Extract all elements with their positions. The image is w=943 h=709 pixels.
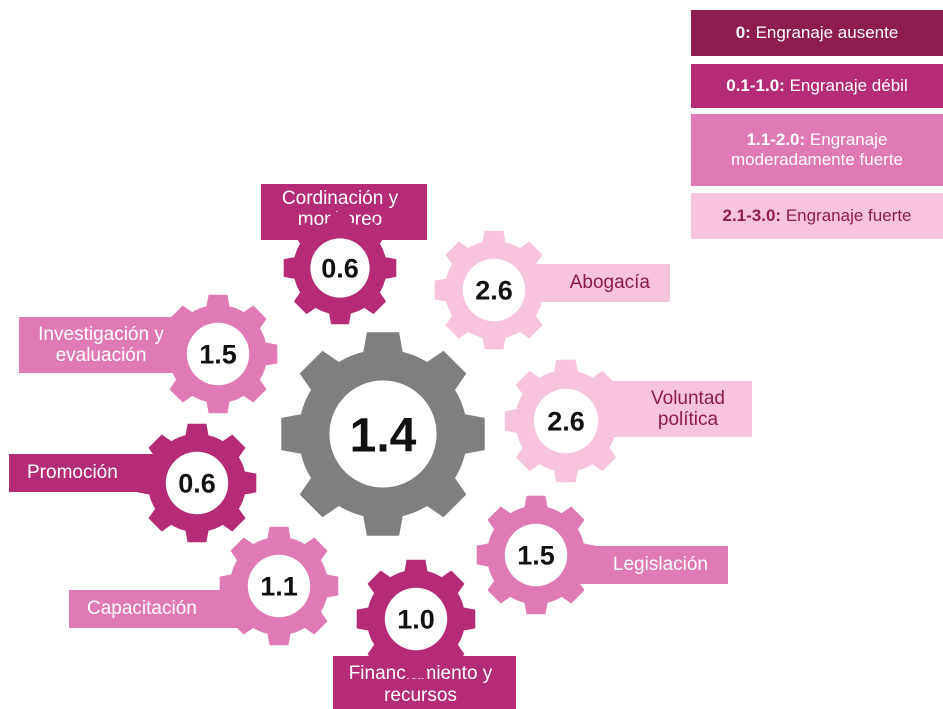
- legend-item-weak: 0.1-1.0: Engranaje débil: [691, 64, 943, 108]
- legend-text: 2.1-3.0: Engranaje fuerte: [722, 206, 911, 226]
- center-gear: 1.4: [281, 332, 485, 536]
- gear-investigacion-value: 1.5: [199, 340, 237, 370]
- legend-range: 1.1-2.0:: [746, 129, 806, 149]
- legend-text: 1.1-2.0: Engranaje moderadamente fuerte: [707, 130, 927, 171]
- legend-text: 0: Engranaje ausente: [736, 23, 899, 43]
- gear-investigacion: 1.5: [158, 294, 278, 414]
- center-gear-value: 1.4: [350, 409, 417, 462]
- gear-capacitacion: 1.1: [219, 526, 339, 646]
- gear-financiamiento: 1.0: [356, 559, 476, 679]
- gear-cordinacion: 0.6: [283, 211, 397, 325]
- gear-legislacion-value: 1.5: [517, 541, 555, 571]
- legend-text: 0.1-1.0: Engranaje débil: [726, 76, 907, 96]
- gear-financiamiento-hub: [384, 587, 448, 651]
- gear-capacitacion-hub: [247, 554, 311, 618]
- center-gear-hub: [329, 380, 437, 488]
- legend-description: Engranaje ausente: [755, 22, 899, 42]
- gear-abogacia-hub: [462, 258, 526, 322]
- gear-voluntad: 2.6: [504, 359, 628, 483]
- gear-investigacion-hub: [186, 322, 250, 386]
- gear-financiamiento-value: 1.0: [397, 605, 435, 635]
- legend-item-strong: 2.1-3.0: Engranaje fuerte: [691, 193, 943, 239]
- gear-label-text: Abogacía: [569, 272, 650, 294]
- gear-cordinacion-value: 0.6: [321, 254, 359, 284]
- legend-description: Engranaje débil: [789, 75, 908, 95]
- gear-promocion-value: 0.6: [178, 469, 216, 499]
- gear-label-text: Investigación y evaluación: [38, 323, 164, 366]
- gear-promocion-hub: [165, 451, 229, 515]
- gear-legislacion-hub: [504, 523, 568, 587]
- gear-abogacia-value: 2.6: [475, 276, 513, 306]
- gear-label-text: Voluntad política: [651, 387, 725, 430]
- legend-item-absent: 0: Engranaje ausente: [691, 10, 943, 56]
- gear-label-text: Cordinación y monitoreo: [281, 188, 399, 230]
- gear-voluntad-value: 2.6: [547, 407, 585, 437]
- legend-description: Engranaje moderadamente fuerte: [731, 129, 903, 169]
- legend-range: 0:: [735, 22, 751, 42]
- gear-label-text: Legislación: [612, 554, 708, 576]
- legend-item-moderate: 1.1-2.0: Engranaje moderadamente fuerte: [691, 114, 943, 186]
- legend-description: Engranaje fuerte: [785, 205, 912, 225]
- gear-voluntad-hub: [533, 388, 599, 454]
- gear-label-text: Promoción: [27, 462, 118, 484]
- gear-promocion: 0.6: [137, 423, 257, 543]
- legend-range: 0.1-1.0:: [726, 75, 785, 95]
- legend-range: 2.1-3.0:: [722, 205, 782, 225]
- gear-abogacia: 2.6: [434, 230, 554, 350]
- gear-legislacion: 1.5: [476, 495, 596, 615]
- gear-label-text: Capacitación: [87, 598, 197, 620]
- gear-capacitacion-value: 1.1: [260, 572, 298, 602]
- gear-cordinacion-hub: [310, 238, 370, 298]
